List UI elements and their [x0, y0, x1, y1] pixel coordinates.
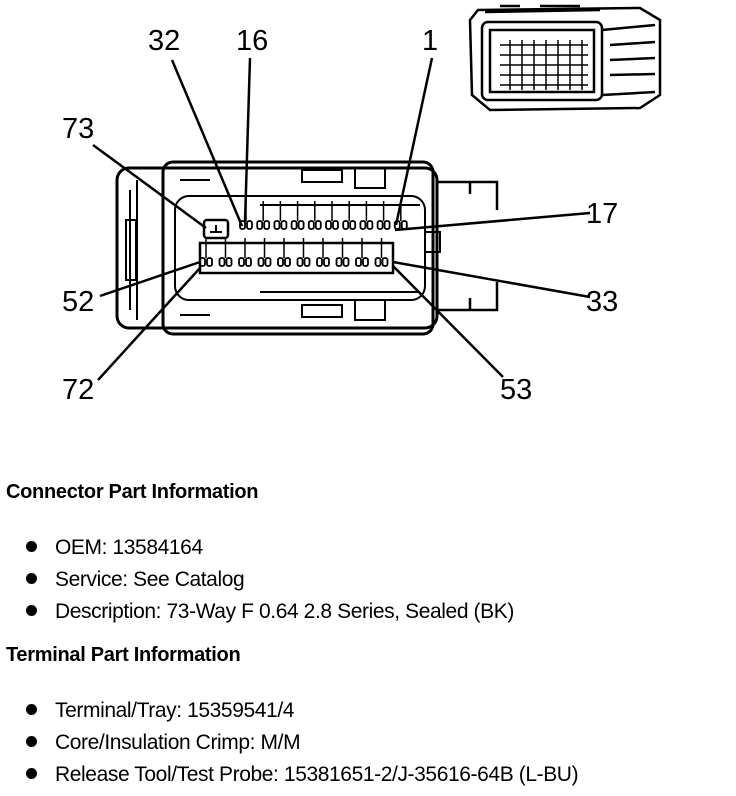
terminal-cavity [374, 257, 382, 267]
pin-label-17: 17 [586, 198, 618, 230]
terminal-cavity [316, 257, 323, 267]
terminal-cavity [376, 220, 384, 230]
terminal-info-item: Release Tool/Test Probe: 15381651-2/J-35… [26, 763, 579, 787]
pin-label-52: 52 [62, 286, 94, 318]
terminal-cavity [273, 220, 281, 230]
connector-info-item: Description: 73-Way F 0.64 2.8 Series, S… [26, 600, 514, 624]
terminal-cavity [284, 257, 291, 267]
terminal-cavity [355, 257, 362, 267]
terminal-cavity [218, 257, 226, 267]
terminal-cavity [383, 220, 391, 230]
bullet-icon [26, 541, 37, 552]
terminal-cavity [303, 257, 311, 267]
pin-label-73: 73 [62, 113, 94, 145]
bullet-icon [26, 573, 37, 584]
terminal-cavities [199, 201, 408, 267]
terminal-cavity [280, 220, 288, 230]
terminal-cavity [264, 257, 272, 267]
terminal-cavity [245, 257, 252, 267]
bullet-icon [26, 704, 37, 715]
bullet-icon [26, 736, 37, 747]
terminal-cavity [246, 220, 253, 230]
terminal-info-item: Terminal/Tray: 15359541/4 [26, 699, 294, 723]
terminal-cavity [342, 220, 350, 230]
terminal-cavity [323, 257, 330, 267]
terminal-info-heading: Terminal Part Information [6, 644, 241, 666]
pin-label-72: 72 [62, 374, 94, 406]
terminal-cavity [206, 257, 213, 267]
terminal-cavity [342, 257, 350, 267]
terminal-cavity [366, 220, 374, 230]
terminal-cavity [239, 220, 246, 230]
bullet-icon [26, 605, 37, 616]
terminal-cavity [362, 257, 369, 267]
connector-info-item: Service: See Catalog [26, 568, 245, 592]
terminal-cavity [359, 220, 367, 230]
terminal-cavity [263, 220, 271, 230]
connector-body [115, 160, 499, 336]
terminal-cavity [199, 257, 206, 267]
connector-thumbnail [468, 4, 662, 112]
terminal-info-item: Core/Insulation Crimp: M/M [26, 731, 301, 755]
terminal-cavity [349, 220, 357, 230]
terminal-cavity [296, 257, 304, 267]
pin-label-1: 1 [422, 25, 438, 57]
terminal-cavity [335, 257, 343, 267]
terminal-cavity [290, 220, 298, 230]
terminal-cavity [381, 257, 389, 267]
terminal-cavity [325, 220, 332, 230]
connector-info-heading: Connector Part Information [6, 481, 259, 503]
bullet-icon [26, 768, 37, 779]
terminal-cavity [257, 257, 265, 267]
pin-label-33: 33 [586, 286, 618, 318]
terminal-cavity [277, 257, 284, 267]
terminal-cavity [332, 220, 339, 230]
pin-label-53: 53 [500, 374, 532, 406]
pin-label-16: 16 [236, 25, 268, 57]
connector-info-item: OEM: 13584164 [26, 536, 203, 560]
terminal-cavity [225, 257, 233, 267]
terminal-cavity [256, 220, 264, 230]
terminal-cavity [297, 220, 305, 230]
terminal-cavity [314, 220, 322, 230]
connector-face-diagram: 32 16 1 73 17 52 33 72 53 [62, 4, 662, 406]
pin-label-32: 32 [148, 25, 180, 57]
leader-lines [92, 57, 591, 381]
terminal-cavity [307, 220, 315, 230]
terminal-cavity [238, 257, 245, 267]
